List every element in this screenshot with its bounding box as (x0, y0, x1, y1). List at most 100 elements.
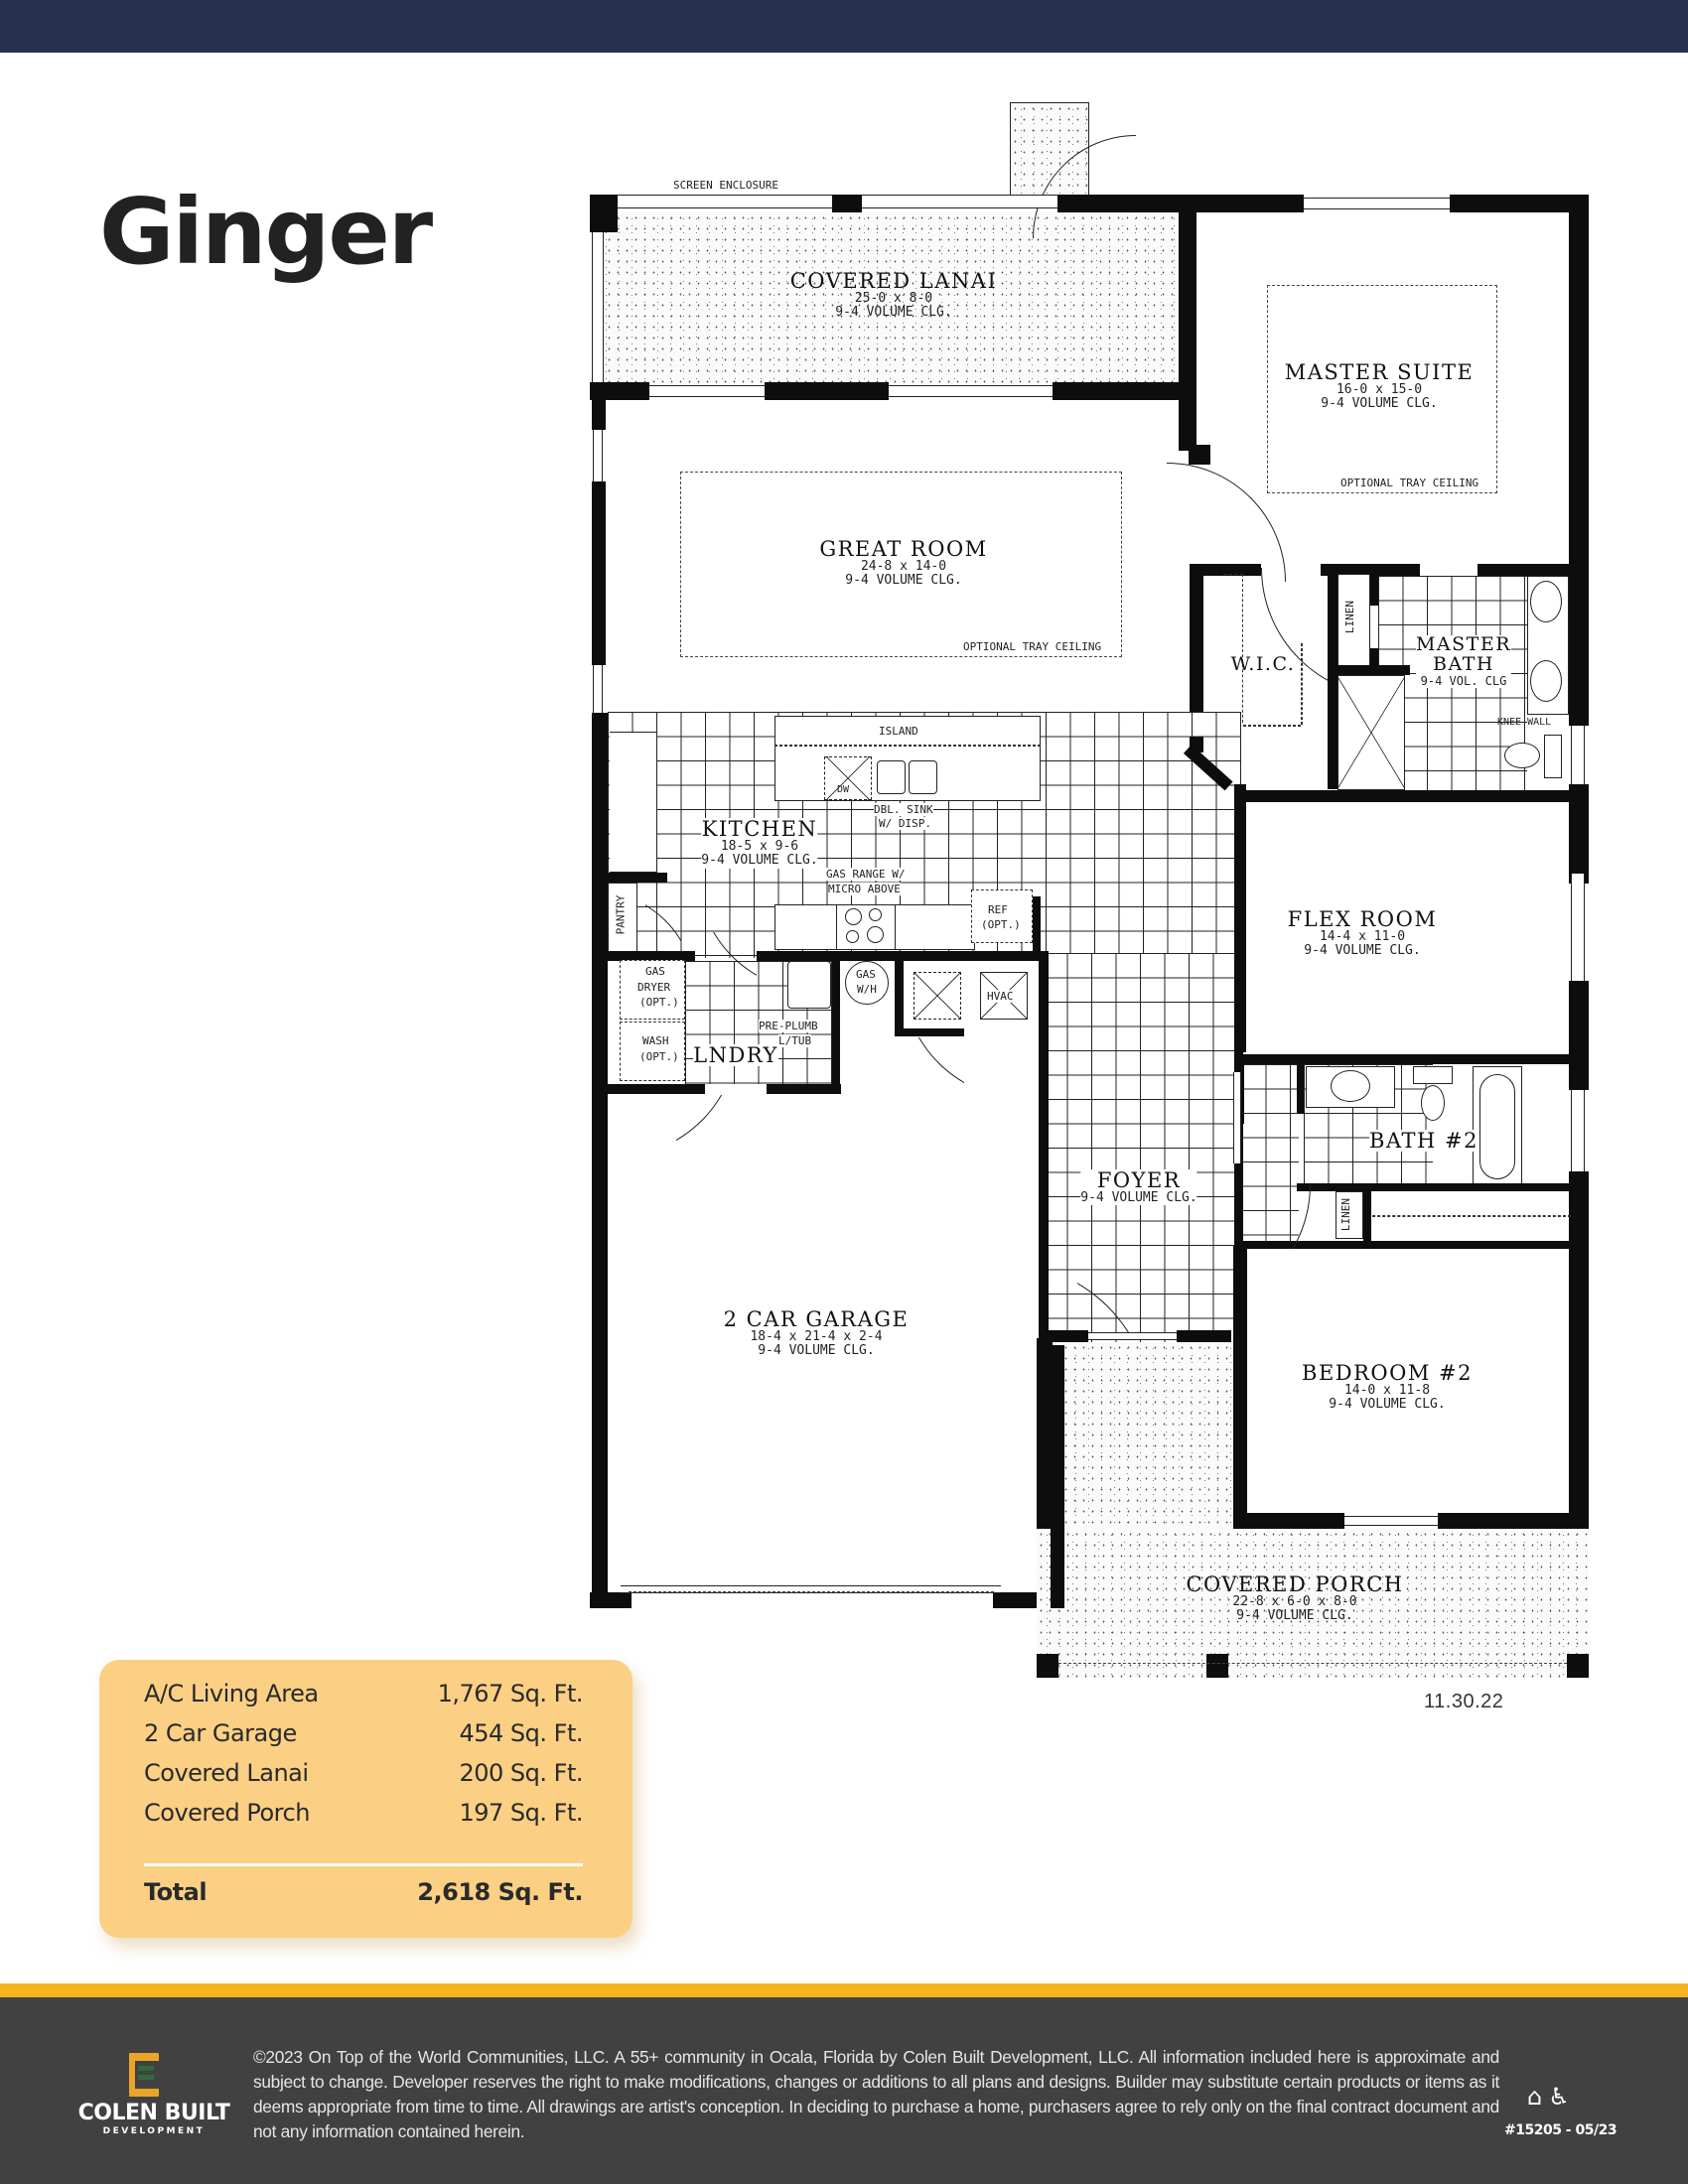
shower (1337, 675, 1405, 790)
garage-door-track (629, 1591, 994, 1593)
room-covered-porch: COVERED PORCH 22-8 x 6-0 x 8-0 9-4 VOLUM… (1186, 1572, 1404, 1624)
exterior-wall (1569, 1171, 1589, 1593)
interior-wall (1237, 1054, 1575, 1064)
interior-wall (1328, 566, 1337, 789)
gas-water-heater (845, 961, 889, 1005)
bath2-toilet (1421, 1085, 1445, 1121)
porch-beam (1058, 1663, 1567, 1664)
burner (845, 908, 862, 925)
header-bar (0, 0, 1688, 53)
interior-wall (1234, 784, 1246, 1052)
gas-dryer-label: GAS (645, 965, 665, 978)
room-master-suite: MASTER SUITE 16-0 x 15-0 9-4 VOLUME CLG. (1284, 360, 1475, 412)
room-garage: 2 CAR GARAGE 18-4 x 21-4 x 2-4 9-4 VOLUM… (723, 1307, 910, 1359)
vanity-sink (1530, 660, 1562, 702)
area-label: A/C Living Area (144, 1680, 319, 1707)
linen-label: LINEN (1343, 600, 1357, 634)
foyer-bottom-wall (1047, 1330, 1088, 1342)
colen-built-logo-icon (129, 2053, 159, 2097)
exterior-wall (592, 713, 608, 1606)
interior-wall (895, 959, 904, 1036)
dbl-sink-note: W/ DISP. (879, 817, 931, 830)
document-code: #15205 - 05/23 (1504, 2122, 1618, 2138)
great-room-tray-ceiling (680, 472, 1122, 657)
interior-wall (1363, 1189, 1371, 1241)
bedroom2-bottom-wall (1233, 1513, 1344, 1529)
washer-label: WASH (642, 1034, 669, 1047)
sink-basin (877, 760, 906, 794)
porch-post (1206, 1654, 1228, 1678)
garage-right-wall (1039, 951, 1049, 1338)
tray-ceiling-note: OPTIONAL TRAY CEILING (1340, 477, 1479, 489)
flex-window (1571, 874, 1585, 981)
room-covered-lanai: COVERED LANAI 25-0 x 8-0 9-4 VOLUME CLG. (789, 269, 998, 321)
gas-dryer-label: (OPT.) (639, 996, 679, 1009)
interior-wall (1234, 1052, 1243, 1342)
area-row: Covered Lanai 200 Sq. Ft. (144, 1759, 583, 1787)
area-value: 200 Sq. Ft. (459, 1759, 583, 1787)
area-value: 197 Sq. Ft. (459, 1799, 583, 1827)
toilet (1504, 743, 1540, 768)
covered-lanai-area (596, 212, 1182, 383)
great-room-side-window (593, 665, 603, 715)
plan-date: 11.30.22 (1424, 1691, 1504, 1712)
bath2-sink (1331, 1070, 1370, 1102)
linen-label: LINEN (1339, 1197, 1353, 1232)
footer-accent-stripe (0, 1983, 1688, 1997)
great-room-window (889, 385, 1053, 397)
great-room-side-window (593, 430, 603, 481)
gas-range-note: MICRO ABOVE (828, 883, 901, 895)
interior-wall (1297, 1183, 1573, 1191)
interior-wall (1233, 1246, 1247, 1524)
lanai-post (1057, 195, 1192, 212)
kitchen-island (774, 716, 1041, 801)
interior-wall (1477, 564, 1572, 576)
screen-enclosure-left (592, 212, 604, 383)
compliance-icons: ⌂ ♿ (1527, 2083, 1570, 2111)
room-master-bath: MASTER BATH 9-4 VOL. CLG (1415, 633, 1512, 689)
front-door (1088, 1332, 1177, 1340)
linen-closet (1336, 1191, 1363, 1239)
exterior-wall (1175, 195, 1304, 212)
area-row: A/C Living Area 1,767 Sq. Ft. (144, 1680, 584, 1707)
room-kitchen: KITCHEN 18-5 x 9-6 9-4 VOLUME CLG. (701, 817, 818, 869)
area-value: 454 Sq. Ft. (459, 1719, 583, 1747)
exterior-wall (592, 400, 606, 430)
sink-basin (909, 760, 937, 794)
bedroom2-window (1344, 1516, 1438, 1526)
pantry-shelving (610, 732, 657, 873)
covered-porch-area (1037, 1529, 1589, 1678)
interior-wall (1370, 648, 1378, 668)
interior-wall (1033, 896, 1041, 956)
room-bedroom2: BEDROOM #2 14-0 x 11-8 9-4 VOLUME CLG. (1302, 1361, 1473, 1413)
toilet-tank (1544, 735, 1562, 778)
pre-plumb-note: PRE-PLUMB (759, 1020, 818, 1032)
interior-wall (1189, 445, 1210, 465)
wheelchair-accessible-icon: ♿ (1548, 2083, 1570, 2111)
foyer-bottom-wall (1177, 1330, 1231, 1342)
area-divider (144, 1863, 583, 1866)
bath2-toilet-tank (1413, 1066, 1453, 1084)
area-label: 2 Car Garage (144, 1719, 297, 1747)
island-overhang (774, 745, 1041, 747)
interior-wall (608, 1084, 705, 1094)
gas-dryer (620, 960, 685, 1020)
tub-basin (1479, 1074, 1515, 1179)
burner (869, 908, 882, 921)
interior-wall (1331, 665, 1410, 675)
master-bath-window (1571, 726, 1585, 785)
area-label: Covered Lanai (144, 1759, 309, 1787)
master-tray-ceiling (1267, 285, 1497, 493)
interior-wall (1370, 576, 1378, 606)
washer (620, 1022, 685, 1081)
dw-label: DW (837, 784, 850, 795)
screen-enclosure-note: SCREEN ENCLOSURE (673, 179, 778, 192)
great-room-window (649, 385, 765, 397)
pre-plumb-note: L/TUB (778, 1034, 812, 1047)
bedroom2-bottom-wall (1438, 1513, 1589, 1529)
area-row: 2 Car Garage 454 Sq. Ft. (144, 1719, 583, 1747)
lanai-post (590, 195, 618, 232)
screen-enclosure-top (616, 195, 834, 208)
legal-disclaimer: ©2023 On Top of the World Communities, L… (253, 2047, 1499, 2141)
interior-wall (832, 958, 840, 1092)
